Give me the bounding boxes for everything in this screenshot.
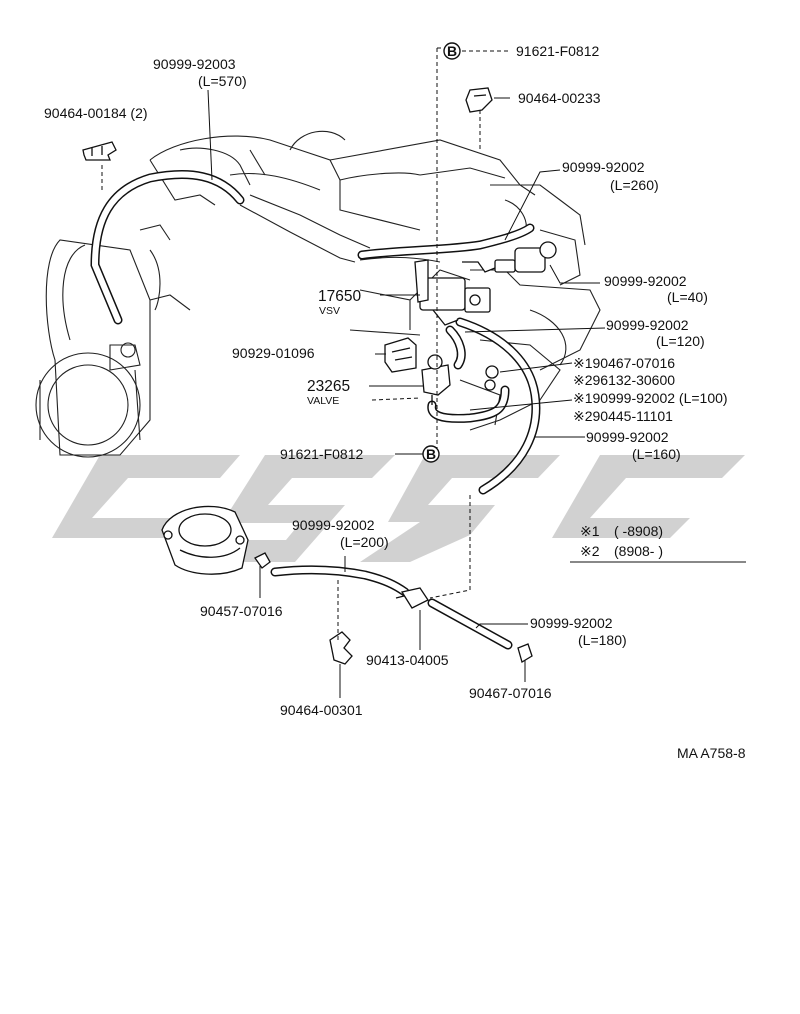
hose-l260 xyxy=(357,223,535,260)
label-hose-l180: 90999-92002 xyxy=(530,615,613,631)
label-valve-name: VALVE xyxy=(307,395,339,407)
clamp-90467-07016-lower xyxy=(517,643,533,663)
marker-b-bottom-text: B xyxy=(426,446,436,462)
watermark-logo xyxy=(52,455,745,562)
hose-l160 xyxy=(455,317,541,495)
label-joint-90413-04005: 90413-04005 xyxy=(366,652,449,668)
label-bracket-90929-01096: 90929-01096 xyxy=(232,345,315,361)
label-hose-l160-length: (L=160) xyxy=(632,446,681,462)
hose-90999-92003 xyxy=(90,169,245,325)
label-clip-90464-00233: 90464-00233 xyxy=(518,90,601,106)
label-part-96132-30600-s2: ※296132-30600 xyxy=(573,372,675,388)
clip-90464-00184 xyxy=(82,141,117,161)
label-hose-90999-92003: 90999-92003 xyxy=(153,56,236,72)
label-clamp-90457-07016: 90457-07016 xyxy=(200,603,283,619)
label-vsv-name: VSV xyxy=(319,305,340,317)
label-hose-l260: 90999-92002 xyxy=(562,159,645,175)
label-valve-number: 23265 xyxy=(307,378,350,395)
hose-l120 xyxy=(445,325,466,370)
clamp-90467-07016-upper xyxy=(484,365,499,391)
label-plug-91621-top: 91621-F0812 xyxy=(516,43,600,59)
label-hose-l100-s1: ※190999-92002 (L=100) xyxy=(573,390,728,406)
marker-b-bottom: B xyxy=(422,445,440,463)
label-clamp-90467-07016-lower: 90467-07016 xyxy=(469,685,552,701)
hose-l40 xyxy=(462,241,557,273)
label-part-90445-11101-s2: ※290445-11101 xyxy=(573,408,673,424)
legend-note2-mark: ※2 xyxy=(580,543,600,559)
label-clip-90464-00184: 90464-00184 (2) xyxy=(44,105,148,121)
valve-23265 xyxy=(421,354,451,405)
clamp-90457-07016 xyxy=(254,552,271,569)
label-plug-91621-bottom: 91621-F0812 xyxy=(280,446,364,462)
bracket-90929-01096 xyxy=(384,337,417,373)
actuator-housing xyxy=(161,505,249,575)
diagram-reference-code: MA A758-8 xyxy=(677,745,746,761)
label-hose-l40-length: (L=40) xyxy=(667,289,708,305)
hose-l180 xyxy=(427,598,513,650)
part-labels: 90464-00184 (2) 90999-92003 (L=570) 9162… xyxy=(44,43,728,718)
hose-l200 xyxy=(270,565,410,597)
clip-90464-00233 xyxy=(465,87,493,113)
hose-l100 xyxy=(427,385,510,423)
marker-b-top: B xyxy=(443,42,461,60)
label-hose-l200-length: (L=200) xyxy=(340,534,389,550)
label-hose-l200: 90999-92002 xyxy=(292,517,375,533)
leader-lines xyxy=(207,89,606,698)
joint-90413-04005 xyxy=(395,587,429,609)
legend-note1-mark: ※1 xyxy=(580,523,600,539)
clip-90464-00301 xyxy=(329,631,353,665)
label-hose-l120-length: (L=120) xyxy=(656,333,705,349)
label-hose-l40: 90999-92002 xyxy=(604,273,687,289)
label-hose-l260-length: (L=260) xyxy=(610,177,659,193)
serial-range-legend: ※1 ( -8908) ※2 (8908- ) xyxy=(570,523,746,563)
label-hose-l180-length: (L=180) xyxy=(578,632,627,648)
label-clip-90464-00301: 90464-00301 xyxy=(280,702,363,718)
label-hose-l120: 90999-92002 xyxy=(606,317,689,333)
label-hose-90999-92003-length: (L=570) xyxy=(198,73,247,89)
legend-note2-range: (8908- ) xyxy=(614,543,663,559)
label-hose-l160: 90999-92002 xyxy=(586,429,669,445)
label-clamp-90467-07016-s1: ※190467-07016 xyxy=(573,355,675,371)
legend-note1-range: ( -8908) xyxy=(614,523,663,539)
label-vsv-number: 17650 xyxy=(318,288,361,305)
marker-b-top-text: B xyxy=(447,43,457,59)
reference-lines xyxy=(101,47,510,640)
